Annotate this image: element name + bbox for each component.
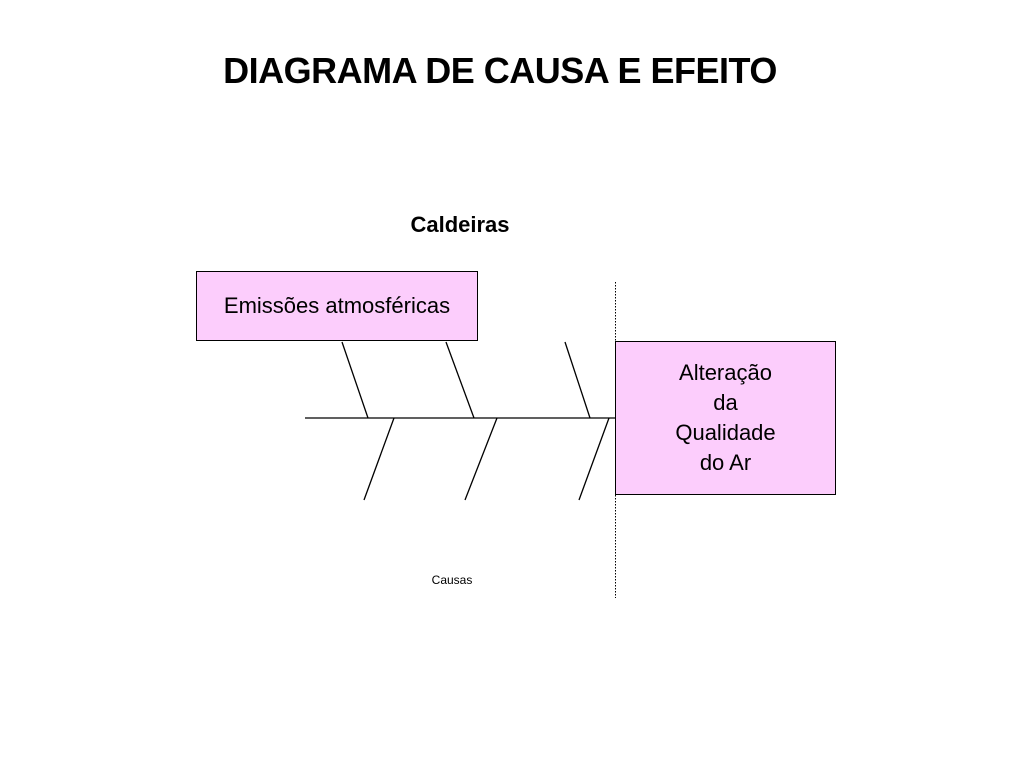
effect-line-3: Qualidade [675, 420, 776, 445]
fishbone-rib-upper-2 [445, 341, 475, 419]
effect-box: Alteração da Qualidade do Ar [615, 341, 836, 495]
diagram-subtitle: Caldeiras [410, 212, 510, 237]
fishbone-rib-lower-2 [464, 417, 498, 501]
cause-box-label: Emissões atmosféricas [223, 293, 451, 318]
slide-title: DIAGRAMA DE CAUSA E EFEITO [223, 50, 777, 91]
fishbone-rib-lower-3 [578, 417, 610, 501]
effect-line-2: da [713, 390, 738, 415]
fishbone-rib-upper-1 [341, 341, 369, 419]
fishbone-rib-lower-1 [363, 417, 395, 501]
fishbone-rib-upper-3 [564, 341, 591, 419]
effect-line-1: Alteração [679, 360, 772, 385]
causes-caption: Causas [431, 573, 473, 587]
effect-line-4: do Ar [699, 450, 752, 475]
cause-box: Emissões atmosféricas [196, 271, 478, 341]
